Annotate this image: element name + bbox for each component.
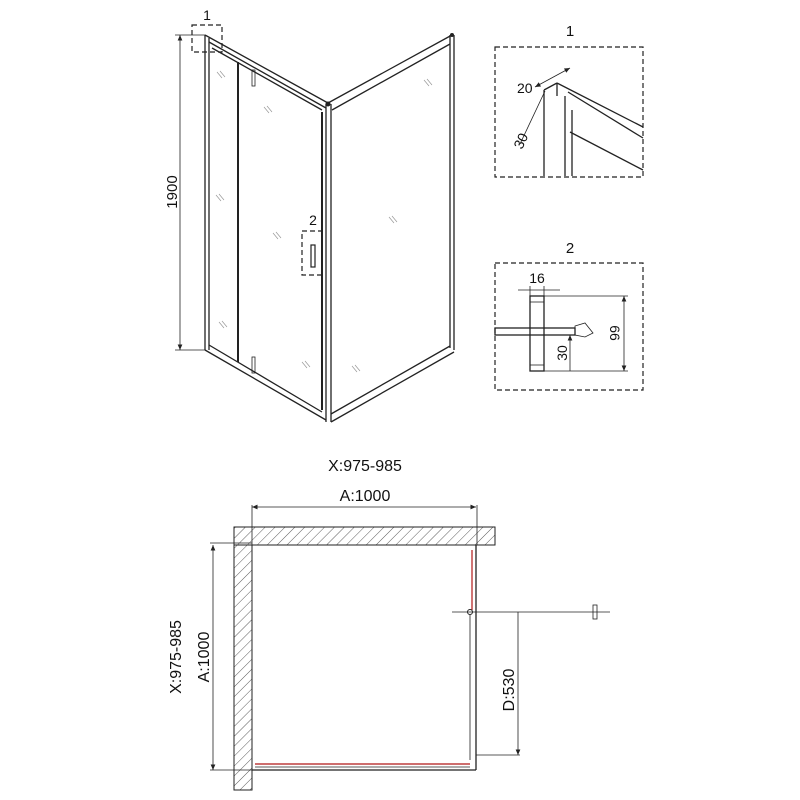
detail1-callout-box	[191, 24, 223, 53]
plan-a-label-top: A:1000	[340, 488, 391, 505]
detail1-dim-a: 20	[517, 80, 533, 96]
plan-d-label: D:530	[501, 669, 518, 712]
plan-x-range-left: X:975-985	[168, 620, 185, 694]
glass-reflection-marks	[215, 70, 433, 373]
detail2-callout-box	[301, 230, 323, 276]
isometric-view: 1900	[164, 7, 455, 423]
door-handle	[310, 244, 316, 268]
wall-top	[233, 526, 496, 546]
right-fixed-panel	[327, 33, 455, 423]
wall-left	[233, 544, 253, 791]
left-panel-door	[204, 34, 329, 421]
plan-x-range-top: X:975-985	[328, 458, 402, 475]
detail1-marker: 1	[203, 7, 211, 23]
plan-view: X:975-985 A:1000 X:975-985 A:1000 D:530	[168, 458, 610, 791]
detail2-dim-width: 16	[529, 270, 545, 286]
detail2-dim-offset: 30	[554, 345, 570, 361]
detail2-marker: 2	[309, 212, 317, 228]
detail1-title: 1	[566, 23, 574, 40]
detail1: 1 20 30	[494, 23, 644, 178]
detail2: 2 16 66 30	[494, 240, 644, 391]
door-handle-plan	[592, 604, 598, 620]
detail1-dim-b: 30	[510, 130, 531, 151]
detail2-title: 2	[566, 240, 574, 257]
detail2-dim-height: 66	[607, 325, 623, 341]
height-label: 1900	[164, 175, 181, 208]
plan-a-label-left: A:1000	[196, 632, 213, 683]
